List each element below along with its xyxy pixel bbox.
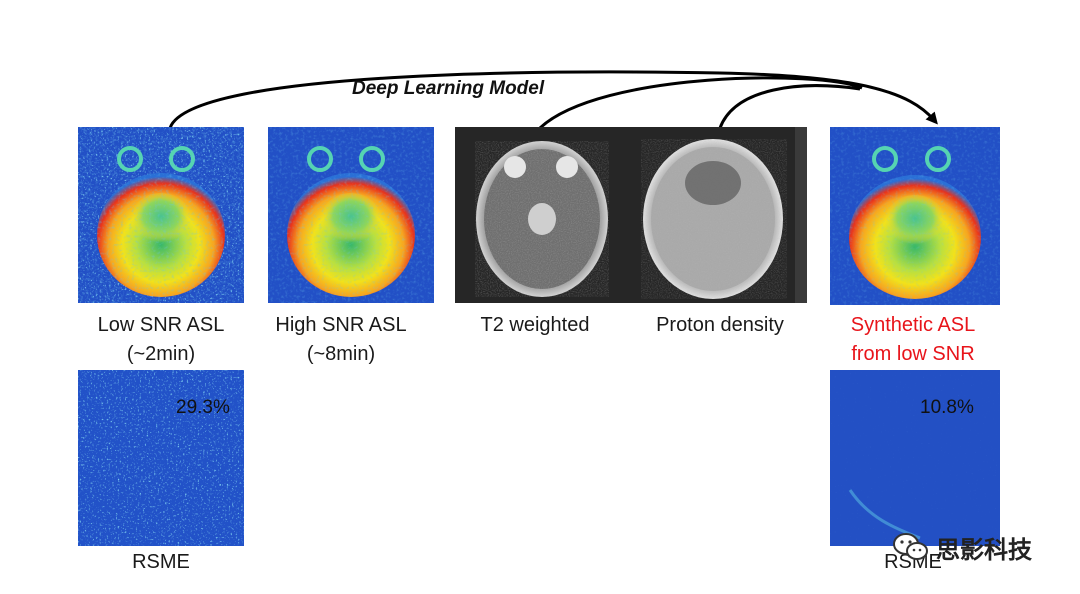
high-snr-caption: High SNR ASL (~8min): [258, 311, 424, 369]
structural-mri-images: [455, 127, 807, 303]
watermark: 思影科技: [892, 530, 1032, 564]
t2-caption: T2 weighted: [480, 314, 590, 336]
high-snr-asl-image: [268, 127, 434, 303]
high-snr-caption-title: High SNR ASL: [275, 314, 407, 336]
synthetic-caption-source: from low SNR: [851, 343, 975, 365]
synthetic-error-map: [830, 370, 1000, 546]
synthetic-error-percent: 10.8%: [920, 397, 974, 418]
arrow-t2: [538, 76, 863, 130]
watermark-text: 思影科技: [936, 535, 1032, 564]
low-snr-error-label: RSME: [132, 551, 190, 573]
arrow-proton: [718, 84, 861, 129]
low-snr-error-map: [78, 370, 244, 546]
low-snr-caption: Low SNR ASL (~2min): [78, 311, 244, 369]
low-snr-caption-duration: (~2min): [126, 343, 196, 365]
low-snr-asl-image: [78, 127, 244, 303]
proton-density-caption: Proton density: [656, 314, 784, 336]
wechat-icon: [893, 533, 928, 560]
synthetic-caption-title: Synthetic ASL: [850, 314, 976, 336]
synthetic-asl-image: [830, 127, 1000, 305]
synthetic-caption: Synthetic ASL from low SNR: [830, 311, 996, 369]
low-snr-caption-title: Low SNR ASL: [97, 314, 225, 336]
proton-density-image: [641, 139, 787, 299]
arrow-low-snr: [168, 70, 938, 129]
low-snr-error-percent: 29.3%: [176, 397, 230, 418]
high-snr-caption-duration: (~8min): [306, 343, 376, 365]
model-title: Deep Learning Model: [352, 78, 545, 99]
synthetic-error-label: RSME: [884, 551, 942, 573]
t2-weighted-image: [475, 141, 609, 297]
